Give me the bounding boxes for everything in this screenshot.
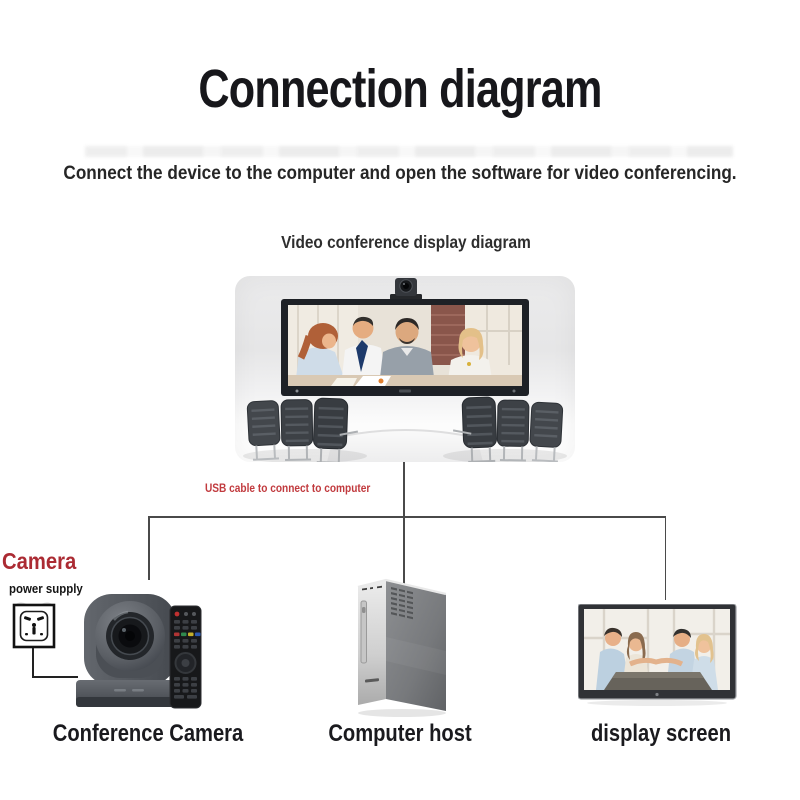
remote-control-illustration xyxy=(169,605,202,709)
page-title: Connection diagram xyxy=(198,59,602,119)
computer-tower-illustration xyxy=(352,577,452,724)
tower-logo xyxy=(365,678,379,683)
tower-drive-slot xyxy=(360,600,367,664)
conference-table xyxy=(327,429,483,462)
faded-watermark-band xyxy=(85,146,733,157)
wall-tv xyxy=(281,299,529,396)
connector-line-center-vertical xyxy=(403,462,405,585)
label-display-screen: display screen xyxy=(590,720,732,747)
camera-power-title: Camera xyxy=(2,548,77,574)
tower-vent-grid xyxy=(391,587,413,620)
conference-room-scene xyxy=(243,278,567,462)
camera-power-subtitle: power supply xyxy=(9,581,83,596)
camera-base xyxy=(76,680,182,707)
ptz-camera-illustration xyxy=(70,588,210,723)
tv-top-camera-icon xyxy=(390,278,422,300)
power-wire-vertical xyxy=(32,648,34,677)
label-conference-camera: Conference Camera xyxy=(52,720,244,747)
tv-screen-scene xyxy=(288,305,522,386)
tower-usb-ports xyxy=(362,585,382,591)
label-computer-host: Computer host xyxy=(328,720,472,747)
tv-table xyxy=(288,375,522,386)
chairs-left xyxy=(243,397,367,462)
power-socket-icon xyxy=(12,602,58,655)
camera-lens xyxy=(95,601,165,671)
chairs-right xyxy=(443,396,567,462)
section-label: Video conference display diagram xyxy=(281,232,531,252)
display-monitor-illustration xyxy=(577,603,740,711)
usb-cable-note: USB cable to connect to computer xyxy=(205,483,371,495)
connector-line-left-vertical xyxy=(148,516,150,580)
page-subtitle: Connect the device to the computer and o… xyxy=(63,162,737,184)
monitor-handshake-table xyxy=(604,657,712,690)
power-wire-horizontal xyxy=(32,676,78,678)
conference-room-illustration xyxy=(235,276,575,462)
tower-side-panel xyxy=(386,580,446,711)
connector-line-right-vertical xyxy=(664,516,666,600)
connector-line-horizontal xyxy=(148,516,666,518)
